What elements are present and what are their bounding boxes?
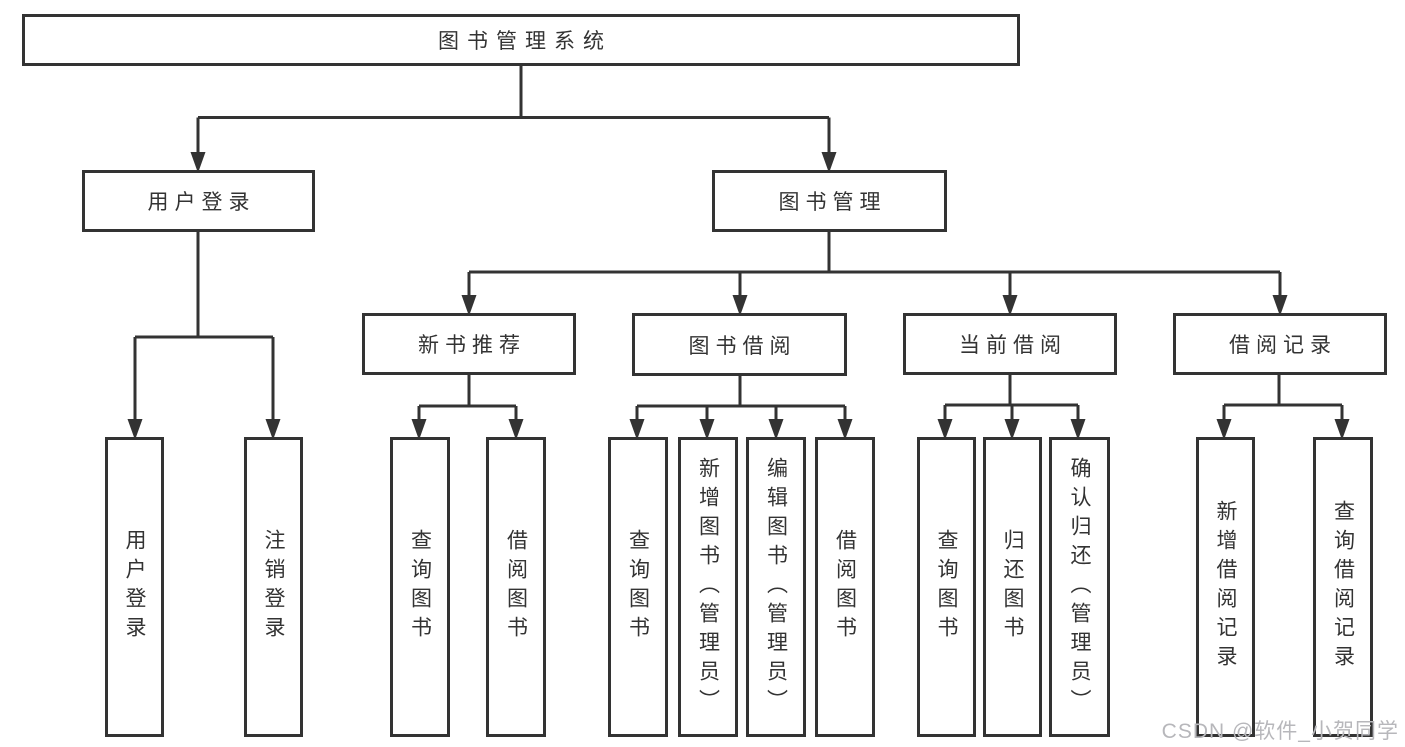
- node-user-login-branch: 用户登录: [82, 170, 315, 232]
- node-leaf-query-books-recommend: 查询图书: [390, 437, 450, 737]
- node-new-book-recommend: 新书推荐: [362, 313, 576, 375]
- node-label: 当前借阅: [959, 334, 1067, 357]
- node-leaf-confirm-return-admin: 确认归还（管理员）: [1049, 437, 1110, 737]
- node-label: 编辑图书（管理员）: [764, 456, 788, 718]
- node-label: 借阅图书: [504, 529, 528, 645]
- node-leaf-logout: 注销登录: [244, 437, 303, 737]
- node-label: 归还图书: [1001, 529, 1025, 645]
- node-leaf-query-books-borrowing: 查询图书: [608, 437, 668, 737]
- node-borrowing-records: 借阅记录: [1173, 313, 1387, 375]
- node-label: 查询图书: [935, 529, 959, 645]
- watermark: CSDN @软件_小贺同学: [1161, 720, 1399, 743]
- node-leaf-user-login: 用户登录: [105, 437, 164, 737]
- node-leaf-query-borrow-record: 查询借阅记录: [1313, 437, 1373, 737]
- node-label: 注销登录: [262, 529, 286, 645]
- node-leaf-add-book-admin: 新增图书（管理员）: [678, 437, 738, 737]
- node-label: 用户登录: [123, 529, 147, 645]
- node-label: 查询借阅记录: [1331, 500, 1355, 674]
- node-label: 查询图书: [408, 529, 432, 645]
- node-label: 借阅记录: [1229, 334, 1337, 357]
- node-label: 用户登录: [147, 191, 256, 214]
- node-label: 借阅图书: [833, 529, 857, 645]
- node-leaf-query-books-current: 查询图书: [917, 437, 976, 737]
- node-label: 新增图书（管理员）: [696, 456, 720, 718]
- node-label: 图书管理: [778, 191, 887, 214]
- node-leaf-borrow-books-recommend: 借阅图书: [486, 437, 546, 737]
- node-book-management-branch: 图书管理: [712, 170, 947, 232]
- node-current-borrowing: 当前借阅: [903, 313, 1117, 375]
- node-leaf-return-book: 归还图书: [983, 437, 1042, 737]
- arrowheads: [127, 152, 1350, 440]
- node-book-borrowing: 图书借阅: [632, 313, 847, 376]
- node-library-management-system: 图书管理系统: [22, 14, 1020, 66]
- node-leaf-borrow-books-borrowing: 借阅图书: [815, 437, 875, 737]
- node-label: 新书推荐: [418, 334, 526, 357]
- node-label: 图书管理系统: [438, 30, 612, 53]
- node-label: 新增借阅记录: [1214, 500, 1238, 674]
- node-leaf-edit-book-admin: 编辑图书（管理员）: [746, 437, 806, 737]
- node-label: 图书借阅: [688, 334, 797, 358]
- node-leaf-add-borrow-record: 新增借阅记录: [1196, 437, 1255, 737]
- node-label: 查询图书: [626, 529, 650, 645]
- node-label: 确认归还（管理员）: [1068, 456, 1092, 718]
